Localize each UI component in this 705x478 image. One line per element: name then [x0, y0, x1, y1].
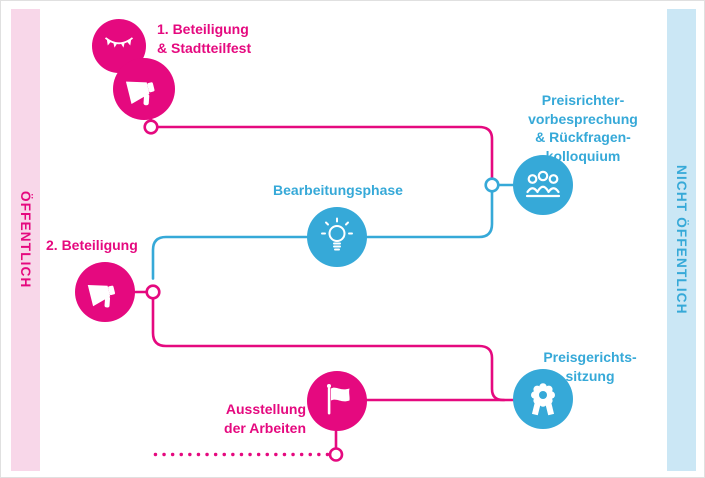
jury-briefing-bubble: [513, 155, 573, 215]
band-not-public-label: NICHT ÖFFENTLICH: [674, 165, 689, 315]
node-step2: [145, 284, 161, 300]
bunting-flag: [113, 41, 118, 48]
node-briefing: [484, 177, 500, 193]
exhibition-bubble: [307, 371, 367, 431]
band-not-public: NICHT ÖFFENTLICH: [667, 9, 696, 471]
exhibition-label: Ausstellung der Arbeiten: [224, 401, 306, 436]
megaphone-icon: [87, 284, 115, 308]
connector-step2-to-jurysession: [151, 297, 515, 402]
node-exhibition: [328, 447, 344, 462]
flag-icon: [327, 384, 350, 415]
node-step1: [143, 119, 159, 135]
flag-shape: [327, 384, 350, 415]
step2-label: 2. Beteiligung: [46, 237, 138, 253]
bunting-string: [104, 37, 134, 45]
jury-briefing-label: Preisrichter- vorbesprechung & Rückfrage…: [528, 92, 638, 164]
work-phase-label: Bearbeitungsphase: [273, 182, 403, 198]
band-public: ÖFFENTLICH: [11, 9, 40, 471]
lightbulb-icon: [321, 217, 353, 251]
megaphone-shape: [125, 81, 155, 106]
award-center: [539, 391, 547, 399]
connector-briefing-to-workphase: [366, 190, 494, 239]
step2-megaphone-bubble: [75, 262, 135, 322]
bunting-flag: [120, 41, 125, 48]
band-public-label: ÖFFENTLICH: [18, 191, 33, 289]
connector-step1-to-briefing: [156, 125, 494, 180]
bunting-flag: [126, 39, 132, 46]
step1-megaphone-bubble: [113, 58, 175, 120]
award-ribbon-icon: [531, 383, 555, 416]
lightbulb-shape: [321, 217, 353, 251]
jury-session-bubble: [513, 369, 573, 429]
committee-icon: [525, 170, 561, 198]
megaphone-icon: [125, 81, 155, 106]
committee-shape: [525, 170, 561, 198]
megaphone-shape: [87, 284, 115, 308]
work-phase-bubble: [307, 207, 367, 267]
award-shape: [531, 383, 555, 416]
step1-label: 1. Beteiligung & Stadtteilfest: [157, 21, 252, 56]
bunting-icon: [104, 37, 134, 48]
bunting-flag: [106, 39, 112, 46]
connector-workphase-to-step2: [151, 235, 308, 280]
jury-session-label: Preisgerichts- sitzung: [543, 349, 637, 384]
